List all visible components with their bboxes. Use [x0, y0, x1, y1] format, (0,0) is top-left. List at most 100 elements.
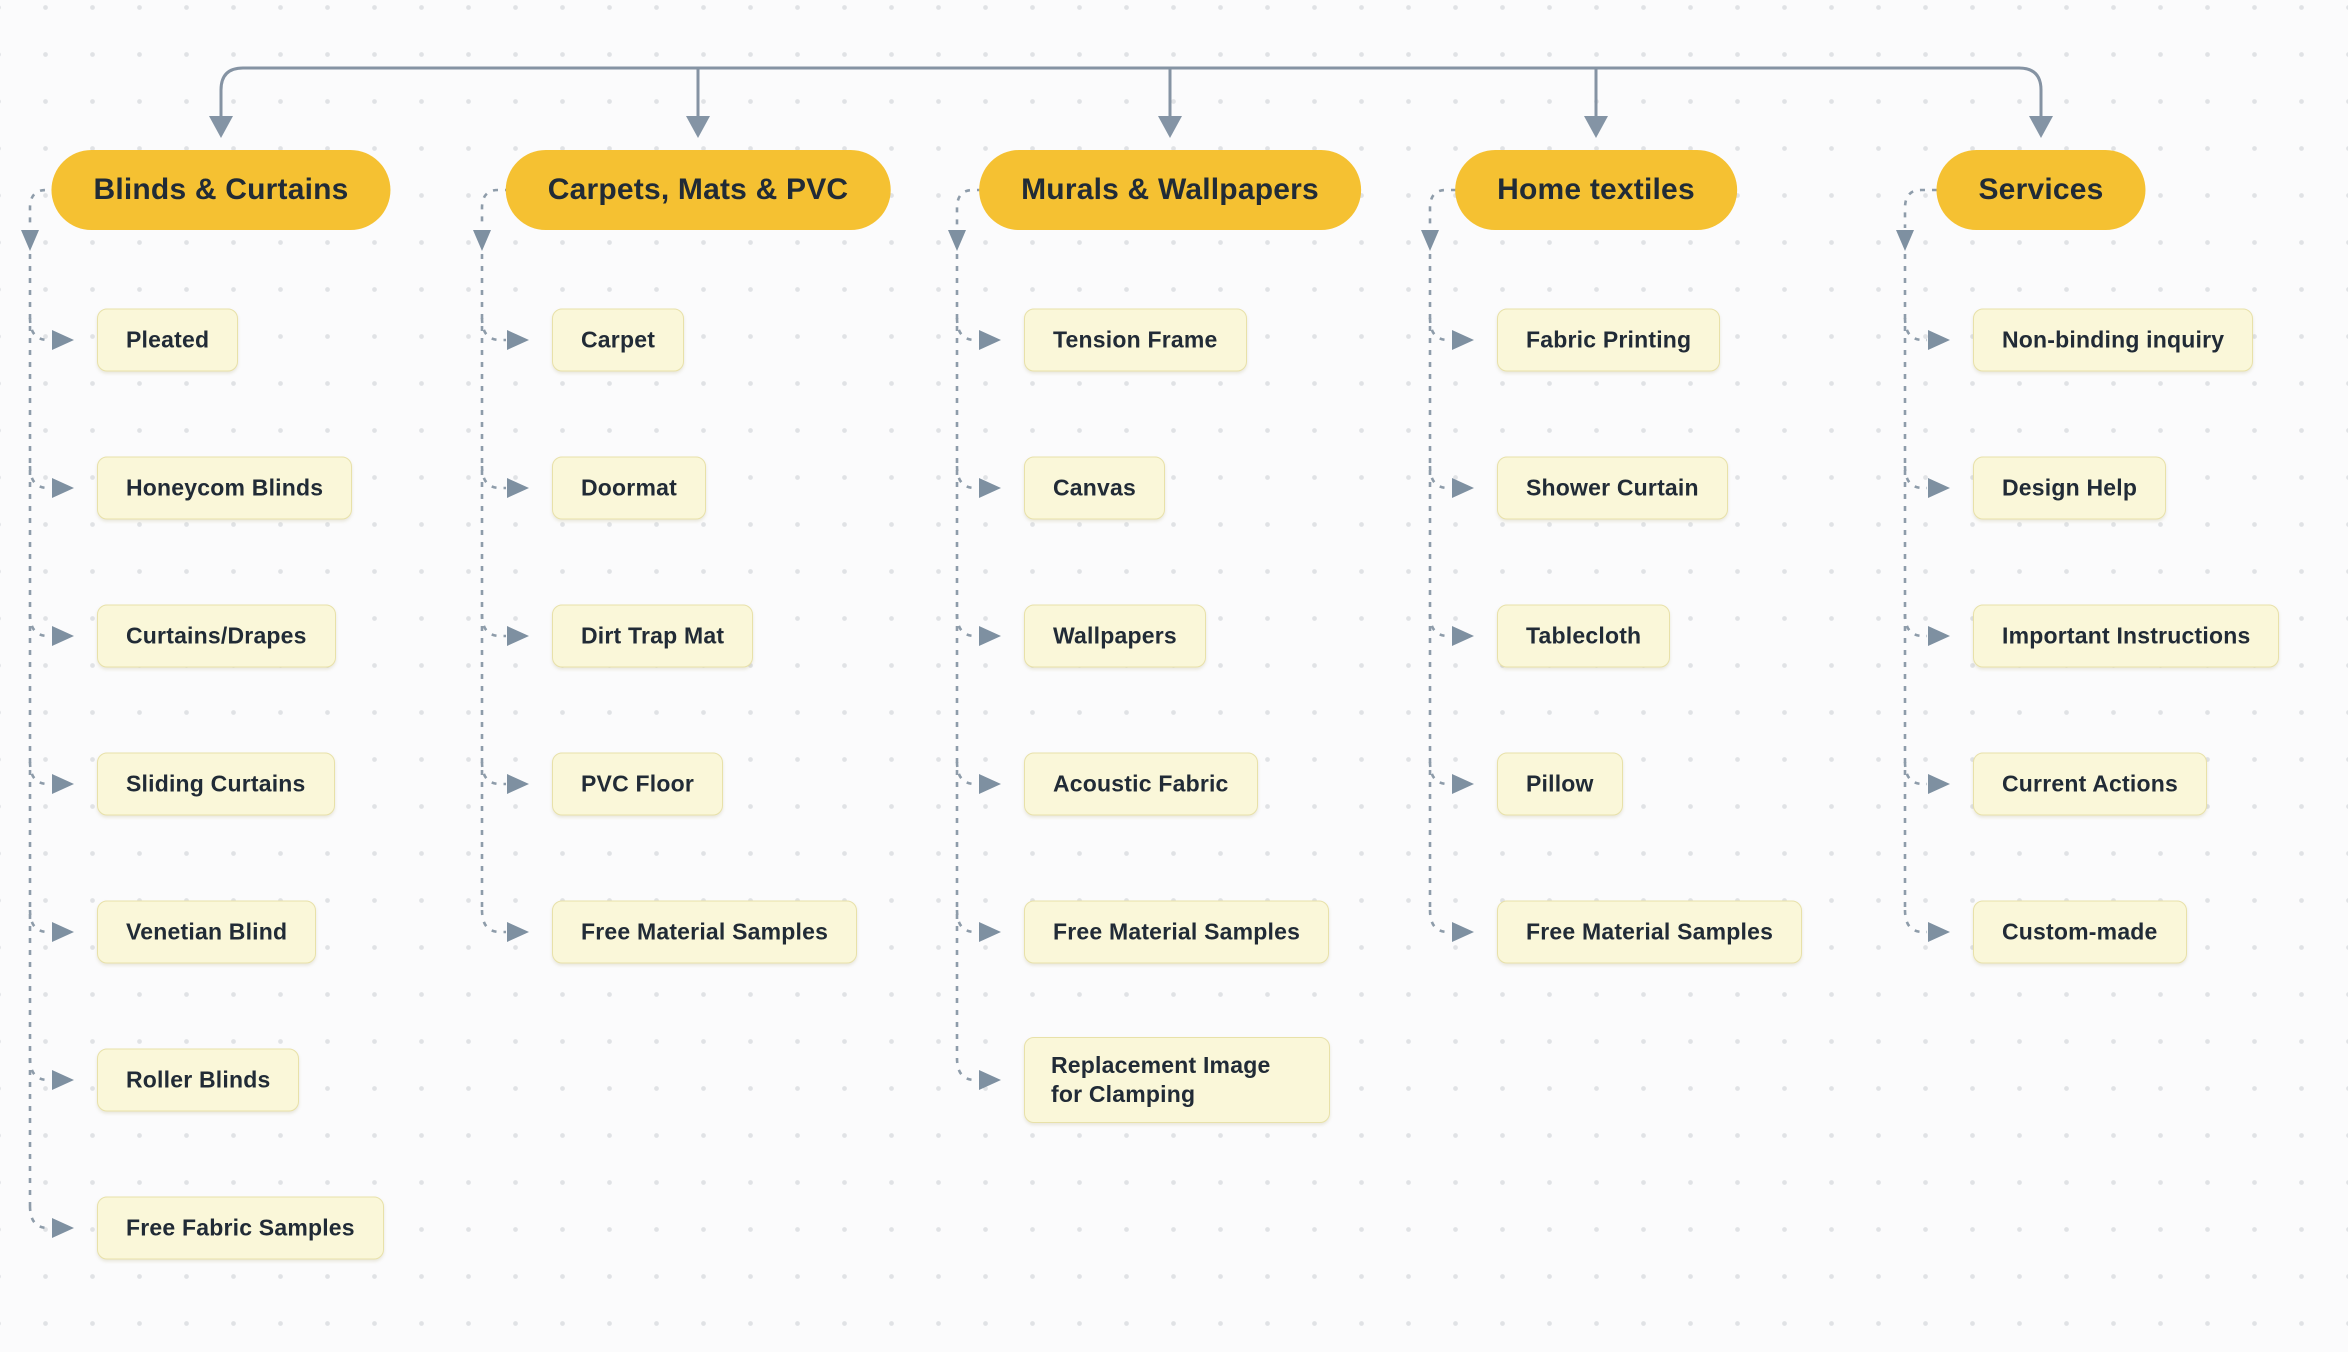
right-arrow-icon — [1928, 922, 1950, 942]
right-arrow-icon — [1928, 330, 1950, 350]
category-node-blinds-curtains[interactable]: Blinds & Curtains — [51, 150, 391, 230]
drop-arrow-icon — [1158, 116, 1182, 138]
right-arrow-icon — [507, 330, 529, 350]
child-node-shower-curtain[interactable]: Shower Curtain — [1497, 456, 1728, 520]
right-arrow-icon — [52, 1218, 74, 1238]
child-branch-dashed-line — [480, 909, 506, 934]
child-branch-dashed-line — [1428, 465, 1451, 490]
child-node-current-actions[interactable]: Current Actions — [1973, 752, 2207, 816]
child-node-honeycom-blinds[interactable]: Honeycom Blinds — [97, 456, 353, 520]
child-branch-dashed-line — [1903, 465, 1927, 490]
child-node-free-material-samples[interactable]: Free Material Samples — [1497, 900, 1803, 964]
child-node-free-fabric-samples[interactable]: Free Fabric Samples — [97, 1196, 384, 1260]
child-node-dirt-trap-mat[interactable]: Dirt Trap Mat — [552, 604, 754, 668]
right-arrow-icon — [979, 626, 1001, 646]
child-branch-dashed-line — [955, 317, 978, 342]
category-node-carpets-mats-pvc[interactable]: Carpets, Mats & PVC — [505, 150, 891, 230]
child-node-curtains-drapes[interactable]: Curtains/Drapes — [97, 604, 336, 668]
right-arrow-icon — [507, 478, 529, 498]
drop-arrow-icon — [2029, 116, 2053, 138]
right-arrow-icon — [507, 626, 529, 646]
child-branch-dashed-line — [28, 1057, 51, 1082]
child-branch-dashed-line — [28, 465, 51, 490]
child-node-doormat[interactable]: Doormat — [552, 456, 706, 520]
right-arrow-icon — [1928, 478, 1950, 498]
drop-arrow-icon — [209, 116, 233, 138]
child-node-tablecloth[interactable]: Tablecloth — [1497, 604, 1671, 668]
category-node-murals-wallpapers[interactable]: Murals & Wallpapers — [979, 150, 1361, 230]
child-node-custom-made[interactable]: Custom-made — [1973, 900, 2187, 964]
child-branch-dashed-line — [1903, 909, 1927, 934]
drop-arrow-icon — [686, 116, 710, 138]
child-node-free-material-samples[interactable]: Free Material Samples — [1024, 900, 1330, 964]
right-arrow-icon — [979, 774, 1001, 794]
right-arrow-icon — [52, 1070, 74, 1090]
child-branch-dashed-line — [955, 909, 978, 934]
child-branch-dashed-line — [480, 317, 506, 342]
right-arrow-icon — [52, 626, 74, 646]
top-connector-line — [219, 66, 2043, 118]
right-arrow-icon — [507, 922, 529, 942]
down-arrow-icon — [21, 230, 39, 251]
right-arrow-icon — [52, 774, 74, 794]
child-node-sliding-curtains[interactable]: Sliding Curtains — [97, 752, 335, 816]
child-branch-dashed-line — [955, 1057, 978, 1082]
child-branch-dashed-line — [1428, 613, 1451, 638]
child-node-important-instructions[interactable]: Important Instructions — [1973, 604, 2280, 668]
category-node-home-textiles[interactable]: Home textiles — [1455, 150, 1737, 230]
child-node-design-help[interactable]: Design Help — [1973, 456, 2167, 520]
child-branch-dashed-line — [28, 761, 51, 786]
child-branch-dashed-line — [480, 761, 506, 786]
category-node-services[interactable]: Services — [1936, 150, 2146, 230]
down-arrow-icon — [473, 230, 491, 251]
child-branch-dashed-line — [480, 613, 506, 638]
child-branch-dashed-line — [1903, 317, 1927, 342]
child-branch-dashed-line — [955, 465, 978, 490]
child-branch-dashed-line — [955, 761, 978, 786]
child-branch-dashed-line — [1428, 761, 1451, 786]
right-arrow-icon — [979, 1070, 1001, 1090]
child-branch-dashed-line — [480, 465, 506, 490]
child-branch-dashed-line — [1903, 761, 1927, 786]
right-arrow-icon — [1452, 478, 1474, 498]
right-arrow-icon — [52, 478, 74, 498]
child-branch-dashed-line — [955, 613, 978, 638]
right-arrow-icon — [1928, 626, 1950, 646]
child-node-wallpapers[interactable]: Wallpapers — [1024, 604, 1206, 668]
drop-arrow-icon — [1584, 116, 1608, 138]
child-node-carpet[interactable]: Carpet — [552, 308, 685, 372]
child-node-acoustic-fabric[interactable]: Acoustic Fabric — [1024, 752, 1258, 816]
child-node-roller-blinds[interactable]: Roller Blinds — [97, 1048, 300, 1112]
child-branch-dashed-line — [1903, 613, 1927, 638]
child-node-tension-frame[interactable]: Tension Frame — [1024, 308, 1247, 372]
child-branch-dashed-line — [28, 1205, 51, 1230]
child-node-replacement-image-for-clamping[interactable]: Replacement Image for Clamping — [1024, 1037, 1330, 1123]
right-arrow-icon — [979, 922, 1001, 942]
child-branch-dashed-line — [1428, 909, 1451, 934]
down-arrow-icon — [1896, 230, 1914, 251]
child-node-pillow[interactable]: Pillow — [1497, 752, 1623, 816]
child-node-venetian-blind[interactable]: Venetian Blind — [97, 900, 317, 964]
child-node-non-binding-inquiry[interactable]: Non-binding inquiry — [1973, 308, 2254, 372]
child-node-pvc-floor[interactable]: PVC Floor — [552, 752, 723, 816]
right-arrow-icon — [979, 478, 1001, 498]
right-arrow-icon — [52, 330, 74, 350]
child-node-pleated[interactable]: Pleated — [97, 308, 239, 372]
right-arrow-icon — [1452, 922, 1474, 942]
child-branch-dashed-line — [1428, 317, 1451, 342]
child-branch-dashed-line — [28, 909, 51, 934]
child-branch-dashed-line — [28, 317, 51, 342]
right-arrow-icon — [1452, 330, 1474, 350]
right-arrow-icon — [1452, 626, 1474, 646]
right-arrow-icon — [979, 330, 1001, 350]
right-arrow-icon — [507, 774, 529, 794]
down-arrow-icon — [1421, 230, 1439, 251]
right-arrow-icon — [1452, 774, 1474, 794]
child-node-fabric-printing[interactable]: Fabric Printing — [1497, 308, 1721, 372]
child-branch-dashed-line — [28, 613, 51, 638]
child-node-free-material-samples[interactable]: Free Material Samples — [552, 900, 858, 964]
child-node-canvas[interactable]: Canvas — [1024, 456, 1166, 520]
right-arrow-icon — [1928, 774, 1950, 794]
down-arrow-icon — [948, 230, 966, 251]
